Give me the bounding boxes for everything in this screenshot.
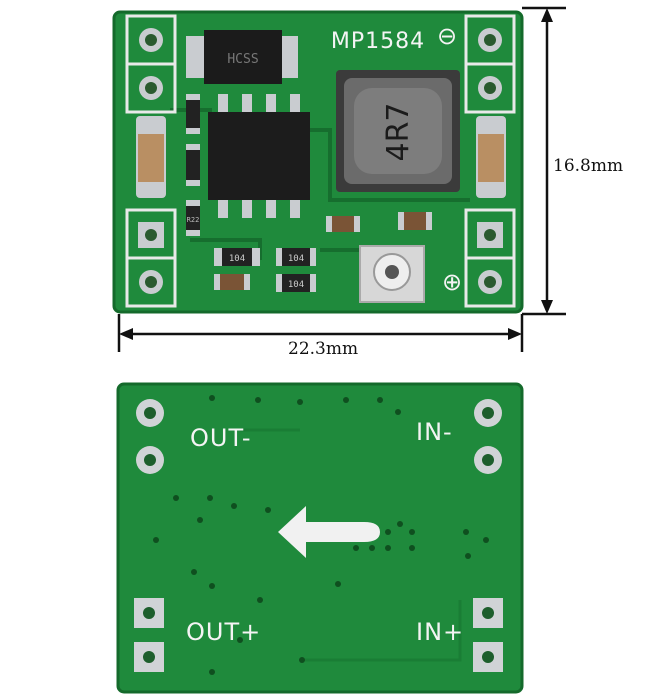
width-dimension	[117, 314, 524, 352]
svg-text:R22: R22	[187, 216, 200, 224]
pad-block-bottom-left	[125, 208, 177, 308]
minus-symbol: ⊖	[437, 22, 457, 50]
svg-text:104: 104	[229, 254, 245, 264]
in-plus-label: IN+	[416, 618, 465, 646]
chip-label: MP1584	[331, 29, 425, 54]
out-plus-label: OUT+	[186, 618, 262, 646]
pad-block-bottom-right	[464, 208, 516, 308]
height-label: 16.8mm	[553, 156, 624, 176]
pad-block-top-right	[464, 14, 516, 114]
arrow-left-icon	[278, 506, 380, 558]
smd-resistors-left: R22	[186, 94, 200, 236]
width-label: 22.3mm	[288, 339, 359, 359]
out-minus-label: OUT-	[190, 424, 252, 452]
capacitor-left	[136, 116, 166, 198]
inductor: 4R7	[336, 70, 460, 192]
bottom-pcb	[116, 382, 524, 694]
smd-components-lower: 104 104 104	[214, 212, 432, 292]
svg-text:104: 104	[288, 280, 304, 290]
top-pcb: HCSS MP1584 ⊖ R22 4R	[112, 10, 524, 314]
converter-ic	[208, 94, 310, 218]
svg-text:4R7: 4R7	[381, 102, 416, 161]
svg-text:HCSS: HCSS	[227, 52, 258, 67]
svg-text:104: 104	[288, 254, 304, 264]
in-minus-label: IN-	[416, 418, 453, 446]
trim-potentiometer	[359, 245, 425, 303]
height-dimension	[522, 6, 566, 316]
plus-symbol: ⊕	[442, 268, 462, 296]
capacitor-right	[476, 116, 506, 198]
schottky-diode: HCSS	[186, 30, 298, 84]
pad-block-top-left	[125, 14, 177, 114]
